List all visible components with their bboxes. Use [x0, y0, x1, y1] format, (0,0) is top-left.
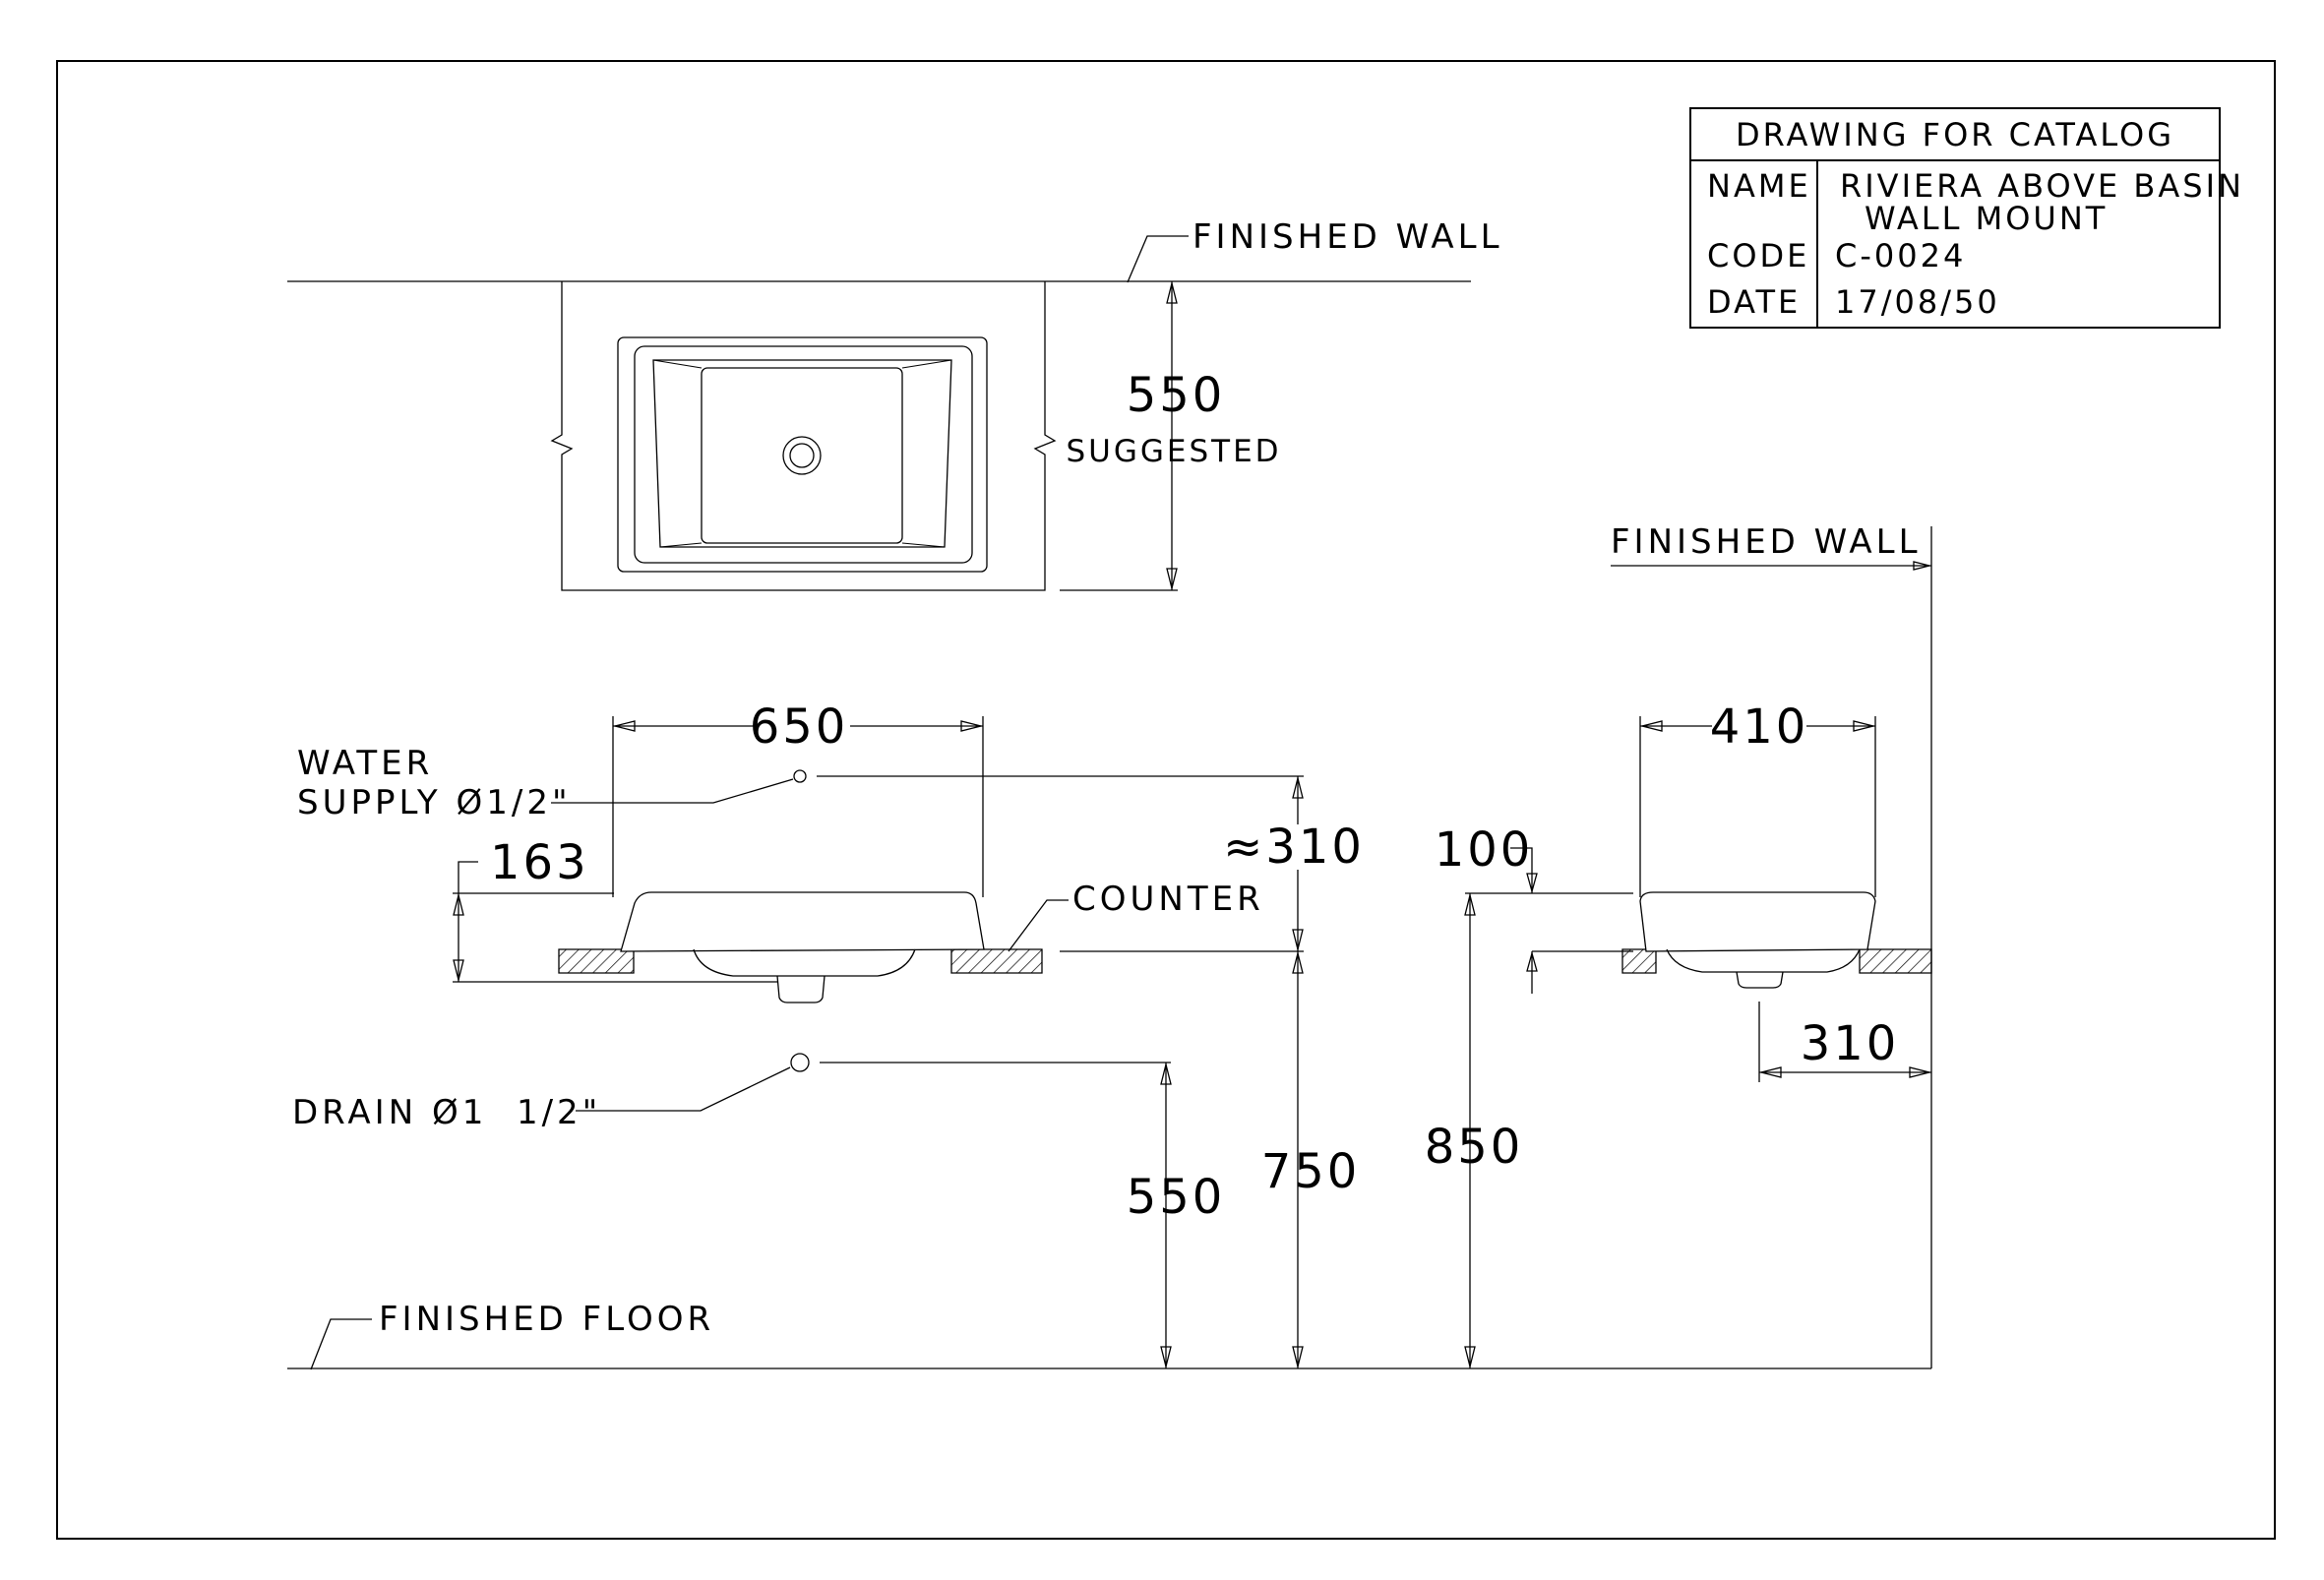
thickness-arrow-bottom	[1527, 953, 1537, 971]
basin-front-bowl	[694, 949, 915, 976]
drain-height-arrow-top	[1161, 1064, 1171, 1084]
thickness-dim-leader	[1510, 848, 1532, 893]
basin-height-dim: 163	[490, 835, 589, 890]
counter-height-dim: 750	[1261, 1144, 1361, 1199]
basin-side-drain	[1737, 972, 1783, 988]
code-value: C-0024	[1835, 237, 1966, 274]
plan-wall-leader	[1128, 236, 1189, 282]
name-label: NAME	[1707, 167, 1811, 205]
drain-point	[791, 1054, 809, 1071]
counter-leader	[1009, 900, 1069, 951]
basin-side-outline	[1640, 892, 1875, 951]
supply-height-dim-gap	[1232, 824, 1358, 870]
plan-finished-wall-label: FINISHED WALL	[1193, 217, 1503, 257]
drain-height-arrow-bottom	[1161, 1347, 1171, 1367]
drain-offset-dim: 310	[1801, 1016, 1900, 1071]
basin-height-arrow-bottom	[454, 960, 463, 980]
side-finished-wall-label: FINISHED WALL	[1611, 522, 1922, 562]
basin-plan-bowl	[702, 368, 902, 543]
water-supply-point	[794, 770, 806, 782]
side-depth-arrow-left	[1642, 721, 1662, 731]
title-block-frame	[1690, 108, 2220, 328]
water-supply-leader	[551, 779, 793, 803]
side-depth-arrow-right	[1854, 721, 1873, 731]
floor-leader	[311, 1319, 372, 1369]
supply-height-dim: ≈310	[1223, 820, 1365, 875]
side-depth-dim-gap	[1712, 704, 1806, 742]
drain-label: DRAIN Ø1 1/2"	[292, 1093, 601, 1132]
drain-offset-arrow-left	[1761, 1067, 1781, 1077]
plan-depth-dim: 550	[1127, 368, 1226, 423]
slope-edge-tl	[653, 360, 702, 368]
thickness-arrow-top	[1527, 874, 1537, 891]
thickness-dim: 100	[1435, 822, 1534, 878]
rim-height-dim: 850	[1425, 1120, 1524, 1175]
drain-leader	[576, 1067, 790, 1111]
width-arrow-left	[615, 721, 635, 731]
basin-side-bowl	[1667, 949, 1860, 972]
name-value-line1: RIVIERA ABOVE BASIN	[1840, 167, 2244, 205]
plan-depth-arrow-bottom	[1167, 569, 1177, 588]
side-counter-section-left	[1622, 949, 1656, 973]
slope-edge-tr	[902, 360, 951, 368]
supply-height-arrow-bottom	[1293, 930, 1303, 949]
side-view: FINISHED WALL 410 100 310 85	[1425, 522, 1931, 1368]
plan-view: FINISHED WALL 550 SUGGESTED	[287, 217, 1503, 590]
counter-height-arrow-bottom	[1293, 1347, 1303, 1367]
date-value: 17/08/50	[1835, 283, 2000, 321]
code-label: CODE	[1707, 237, 1809, 274]
finished-floor-label: FINISHED FLOOR	[379, 1300, 714, 1339]
rim-height-arrow-bottom	[1465, 1347, 1475, 1367]
counter-plan-outline	[552, 281, 1055, 590]
slope-edge-br	[902, 543, 945, 547]
name-value-line2: WALL MOUNT	[1865, 200, 2108, 237]
slope-edge-bl	[660, 543, 702, 547]
rim-height-arrow-top	[1465, 895, 1475, 915]
drain-height-dim: 550	[1127, 1170, 1226, 1225]
plan-depth-note: SUGGESTED	[1066, 434, 1281, 469]
side-depth-dim: 410	[1710, 699, 1809, 755]
drain-plan-outer	[783, 437, 821, 474]
counter-section-right	[951, 949, 1042, 973]
counter-section-left	[559, 949, 634, 973]
side-wall-arrow	[1914, 562, 1929, 570]
front-view: 650 WATER SUPPLY Ø1/2" ≈310 163 COUNTER	[287, 699, 1931, 1369]
title-block-header: DRAWING FOR CATALOG	[1736, 116, 2174, 153]
drain-offset-arrow-right	[1910, 1067, 1929, 1077]
title-block: DRAWING FOR CATALOG NAME RIVIERA ABOVE B…	[1690, 108, 2244, 328]
basin-plan-inner-slope	[653, 360, 951, 547]
basin-front-drain	[777, 976, 825, 1003]
counter-label: COUNTER	[1072, 880, 1264, 919]
date-label: DATE	[1707, 283, 1801, 321]
drain-plan-inner	[790, 444, 814, 467]
width-dim-gap	[756, 704, 850, 742]
basin-front-outline	[621, 892, 984, 951]
water-supply-label-line1: WATER	[297, 744, 433, 783]
basin-plan-rim	[635, 346, 972, 563]
drawing-border	[57, 61, 2275, 1539]
basin-height-dim-line	[459, 862, 478, 982]
counter-height-arrow-top	[1293, 953, 1303, 973]
side-counter-section-right	[1860, 949, 1931, 973]
plan-depth-arrow-top	[1167, 283, 1177, 303]
basin-plan-outer	[618, 337, 987, 572]
supply-height-arrow-top	[1293, 778, 1303, 798]
width-dim: 650	[750, 699, 849, 755]
width-arrow-right	[961, 721, 981, 731]
water-supply-label-line2: SUPPLY Ø1/2"	[297, 783, 572, 822]
basin-height-arrow-top	[454, 895, 463, 915]
